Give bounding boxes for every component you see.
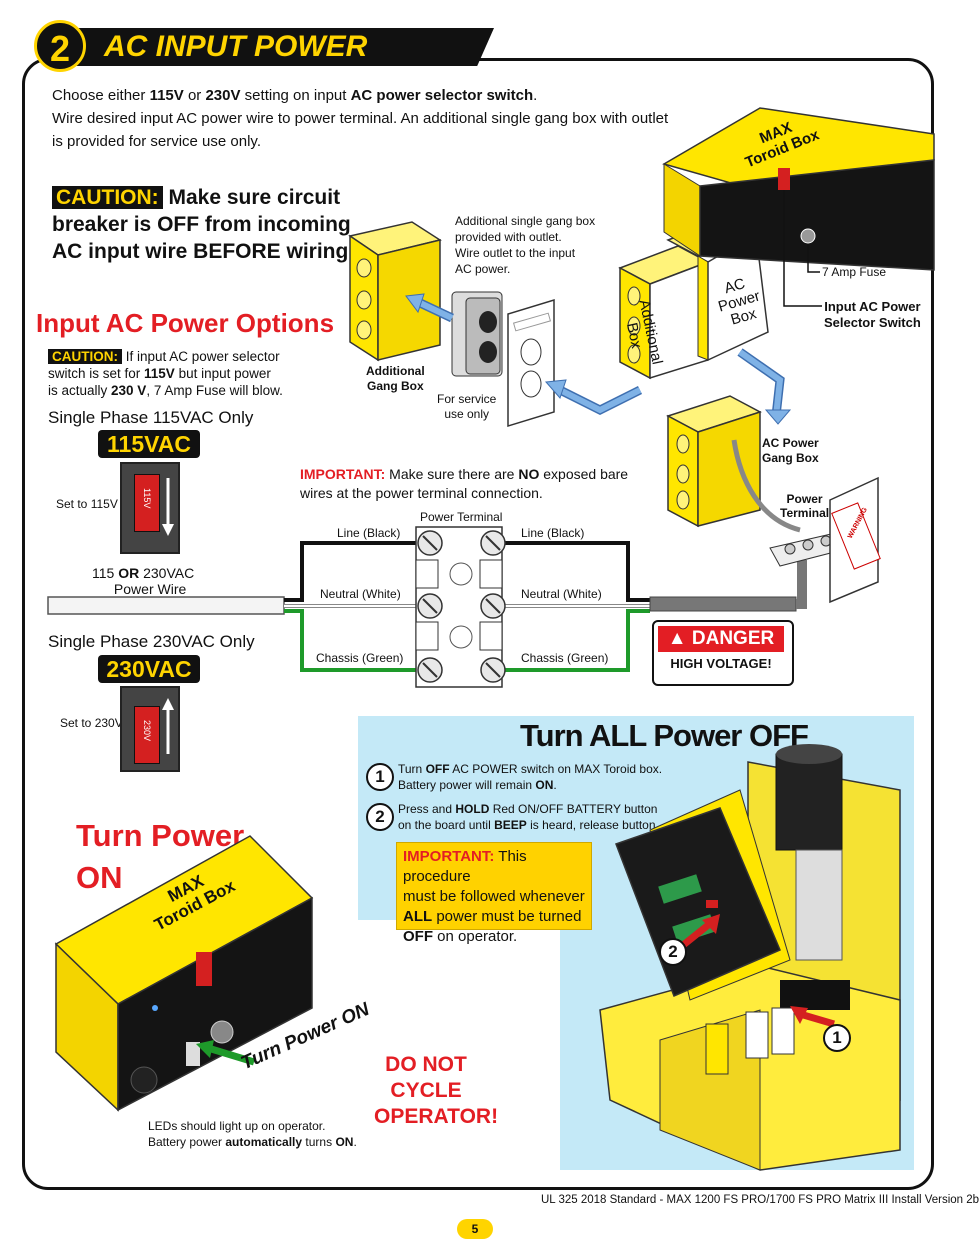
badge-115: 115VAC [98, 430, 200, 458]
led-note: LEDs should light up on operator. Batter… [148, 1119, 357, 1149]
panel-cutout [358, 920, 560, 1170]
step-2-text: Press and HOLD Red ON/OFF BATTERY button… [398, 802, 659, 832]
neutral-right: Neutral (White) [521, 587, 602, 601]
operator-illustration [599, 744, 901, 1171]
step-1-text: Turn OFF AC POWER switch on MAX Toroid b… [398, 762, 663, 792]
callout-2: 2 [659, 938, 687, 966]
step-number: 2 [34, 20, 86, 72]
chassis-right: Chassis (Green) [521, 651, 609, 665]
danger-sign: ▲ DANGER HIGH VOLTAGE! [652, 620, 794, 686]
power-wire-label: 115 OR 230VAC Power Wire [92, 565, 195, 597]
page-number: 5 [457, 1219, 493, 1239]
caution-main: CAUTION: Make sure circuit breaker is OF… [52, 186, 356, 263]
fuse-label: 7 Amp Fuse [822, 265, 887, 279]
wiring-diagram: WARNING [47, 107, 935, 688]
power-on-heading: Turn Power ON [76, 818, 245, 895]
set-115-label: Set to 115V [56, 497, 118, 511]
procedure-important: IMPORTANT: This procedure must be follow… [396, 842, 592, 945]
chassis-left: Chassis (Green) [316, 651, 404, 665]
warning-triangle-icon: ▲ [667, 628, 692, 649]
selector-switch-230: 230V [120, 686, 180, 772]
intro-text: Choose either 115V or 230V setting on in… [52, 87, 669, 150]
toroid-box-illustration [54, 835, 314, 1112]
selector-switch-115: 115V [120, 462, 180, 554]
arrow-up-icon [162, 698, 174, 754]
set-230-label: Set to 230V [60, 716, 123, 730]
power-terminal-label: Power Terminal [420, 510, 503, 524]
arrow-down-icon [162, 478, 174, 536]
line-black-right: Line (Black) [521, 526, 585, 540]
step-1-number: 1 [366, 763, 394, 791]
line-black-left: Line (Black) [337, 526, 401, 540]
footer-doc: UL 325 2018 Standard - MAX 1200 FS PRO/1… [541, 1194, 979, 1206]
power-off-heading: Turn ALL Power OFF [520, 718, 809, 753]
neutral-left: Neutral (White) [320, 587, 401, 601]
callout-1: 1 [823, 1024, 851, 1052]
options-caution: CAUTION: If input AC power selector swit… [48, 349, 283, 398]
single-115-label: Single Phase 115VAC Only [48, 408, 254, 427]
title-bar [74, 28, 494, 66]
badge-230: 230VAC [98, 655, 200, 683]
single-230-label: Single Phase 230VAC Only [48, 632, 255, 651]
options-heading: Input AC Power Options [36, 308, 335, 338]
page-title: AC INPUT POWER [104, 30, 368, 63]
terminal-important: IMPORTANT: Make sure there are NO expose… [300, 466, 629, 501]
step-2-number: 2 [366, 803, 394, 831]
